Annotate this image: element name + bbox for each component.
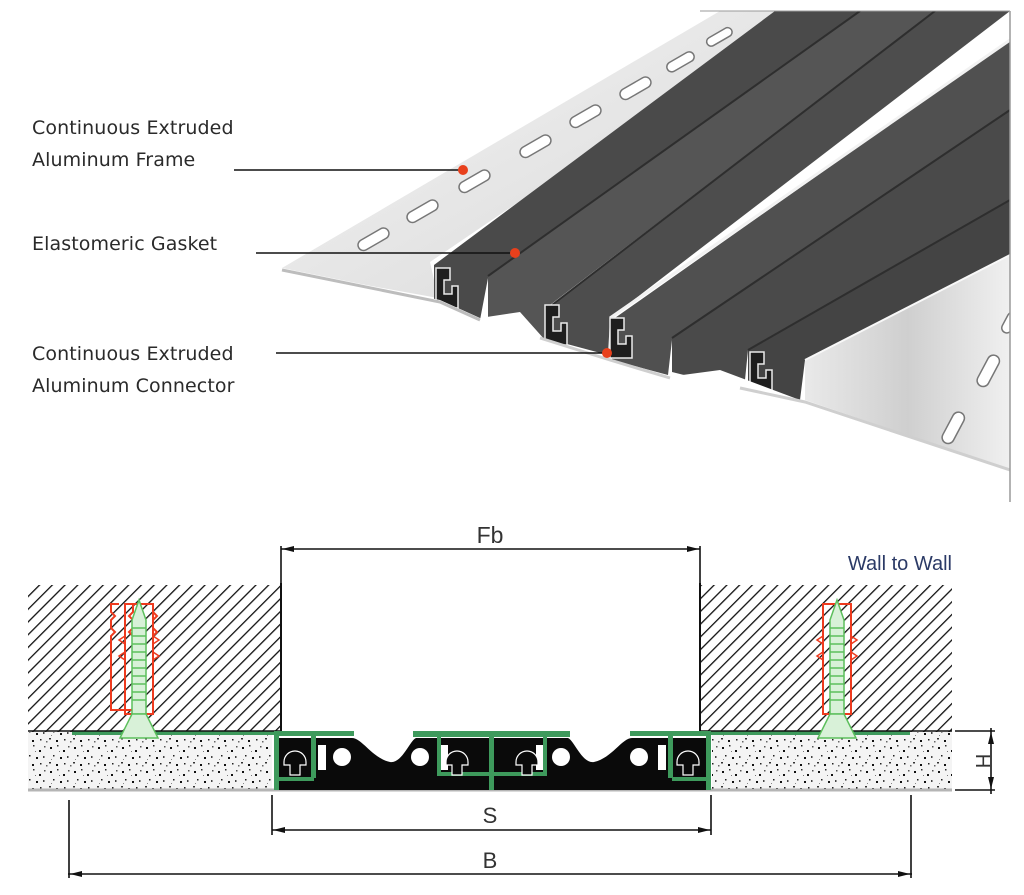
elastomeric-gasket-strip — [672, 110, 1010, 390]
callout-label-line: Aluminum Frame — [32, 149, 196, 171]
substrate-right — [712, 732, 952, 790]
anchor-barbs — [117, 635, 859, 661]
elastomeric-gasket-strip — [488, 11, 935, 340]
callout-dot-gasket — [510, 248, 520, 258]
callout-label-line: Continuous Extruded — [32, 343, 234, 365]
flange-slots-left — [357, 26, 733, 252]
callout-label-line: Aluminum Connector — [32, 375, 235, 397]
substrate-left — [28, 732, 272, 790]
elastomeric-gasket-strip — [434, 11, 860, 320]
product-photo — [281, 11, 1010, 501]
aluminum-frame-left-flange — [282, 11, 800, 298]
callout-label-elastomeric-gasket: Elastomeric Gasket — [32, 228, 217, 260]
screw-icon — [118, 597, 160, 739]
wall-block-right — [700, 585, 952, 732]
elastomeric-gasket-strip — [552, 11, 1010, 355]
connector-highlight-line — [609, 38, 1010, 320]
dimension-h-label: H — [971, 754, 993, 768]
anchor-left — [110, 597, 160, 739]
gasket-grooves — [487, 11, 1010, 351]
dimension-fb-label: Fb — [477, 522, 504, 548]
elastomeric-gasket-strip — [748, 200, 1010, 400]
callout-label-line: Continuous Extruded — [32, 117, 234, 139]
screw-icon — [816, 597, 858, 739]
callout-dot-connector — [602, 348, 612, 358]
callout-leaders — [234, 165, 612, 358]
anchor-right — [816, 597, 858, 739]
section-title: Wall to Wall — [848, 553, 952, 575]
callout-label-aluminum-frame: Continuous Extruded Aluminum Frame — [32, 112, 234, 176]
gasket-cavities — [318, 745, 666, 770]
gasket-locking-keys — [283, 750, 700, 776]
dimension-b-label: B — [483, 848, 498, 873]
dimension-s-label: S — [483, 803, 498, 828]
elastomeric-gasket-strip — [612, 40, 1010, 375]
dimension-arrowheads — [70, 546, 994, 877]
aluminum-profiles — [274, 731, 711, 790]
cross-section-drawing: Fb S B H Wall to Wall — [28, 522, 995, 878]
callout-dot-frame — [458, 165, 468, 175]
gasket-groove — [551, 11, 936, 306]
callout-label-aluminum-connector: Continuous Extruded Aluminum Connector — [32, 338, 235, 402]
callout-label-line: Elastomeric Gasket — [32, 233, 218, 255]
